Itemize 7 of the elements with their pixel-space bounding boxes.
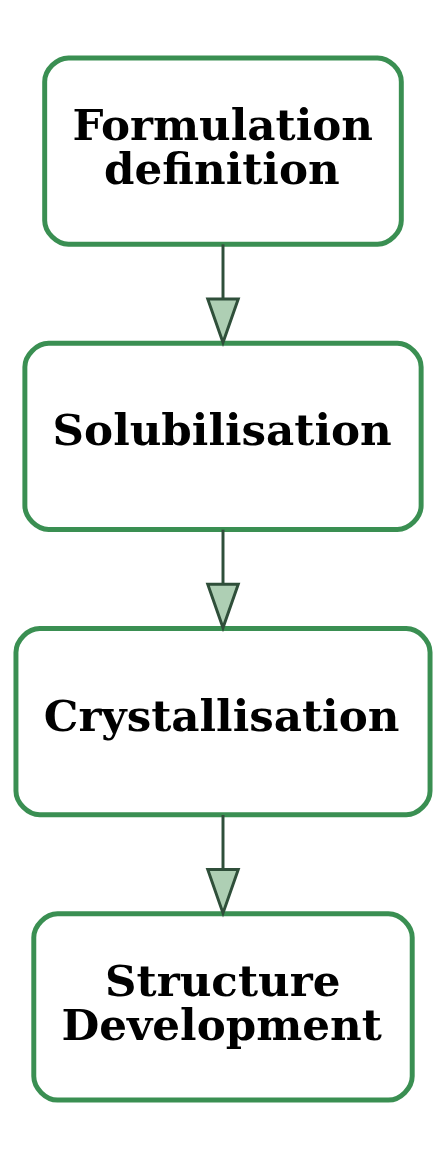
arrow (205, 814, 241, 918)
node-box: Solubilisation (22, 340, 424, 532)
node-box: Formulation definition (42, 54, 404, 247)
node-box: Crystallisation (13, 625, 433, 817)
node-box: Structure Development (31, 910, 415, 1103)
arrow (205, 529, 241, 632)
arrow (205, 243, 241, 347)
